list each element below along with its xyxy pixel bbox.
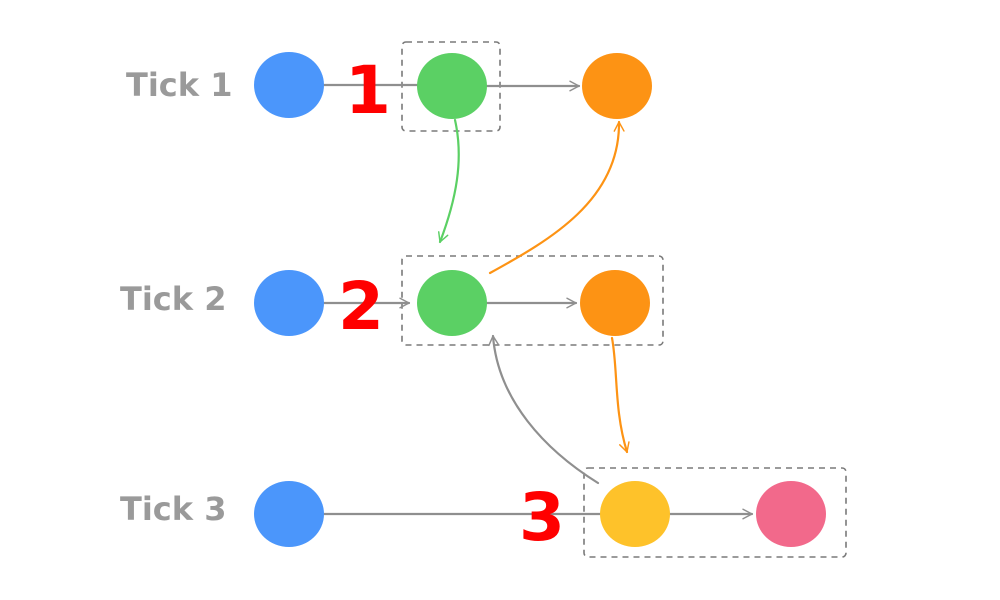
tick-3-label: Tick 3: [120, 490, 226, 528]
tick-1-label: Tick 1: [126, 66, 232, 104]
orange-propagation-arrow: [610, 336, 630, 454]
gray-feedback-arrow: [488, 334, 600, 485]
tick-1-blue-node-icon: [254, 52, 324, 118]
tick-2-label: Tick 2: [120, 280, 226, 318]
step-number-1: 1: [345, 52, 391, 129]
orange-feedback-arrow: [488, 120, 625, 275]
tick-2-orange-node-icon: [580, 270, 650, 336]
tick-3-yellow-node-icon: [600, 481, 670, 547]
tick-1-green-node-icon: [417, 53, 487, 119]
step-number-2: 2: [338, 268, 384, 345]
step-number-3: 3: [519, 479, 565, 556]
tick-2-green-node-icon: [417, 270, 487, 336]
tick-1-orange-node-icon: [582, 53, 652, 119]
green-propagation-arrow: [437, 118, 460, 244]
tick-3-blue-node-icon: [254, 481, 324, 547]
tick-3-pink-node-icon: [756, 481, 826, 547]
tick-2-blue-node-icon: [254, 270, 324, 336]
tick-3-focus-box: [583, 467, 847, 558]
tick-2-focus-box: [401, 255, 664, 346]
